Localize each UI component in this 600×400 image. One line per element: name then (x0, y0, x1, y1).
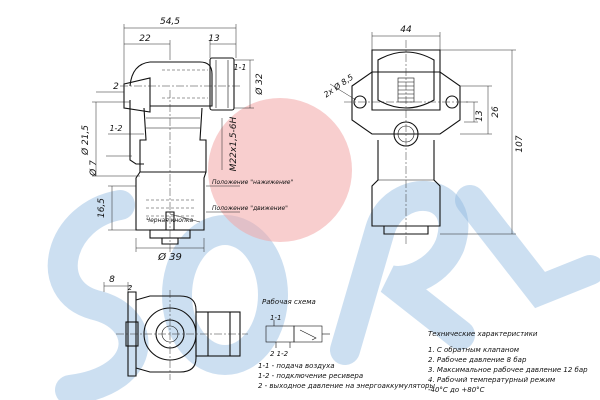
watermark-logo (47, 98, 600, 400)
specs-title: Технические характеристики (428, 330, 538, 338)
dim-port-diameter: Ø 32 (254, 73, 265, 96)
scheme-port-top: 1-1 (270, 314, 281, 322)
dim-hole-spacing: 13 (475, 110, 485, 122)
dim-mount-holes: 2x Ø 8,5 (322, 72, 356, 100)
technical-specs: Технические характеристики 1. С обратным… (428, 330, 588, 394)
spec-item: 4. Рабочий температурный режим (428, 376, 556, 384)
scheme-port-bottom: 2 1-2 (270, 350, 289, 358)
dim-bore-diameter: Ø 7 (88, 160, 99, 177)
scheme-title: Рабочая схема (262, 298, 316, 306)
spec-item: 1. С обратным клапаном (428, 346, 520, 354)
spec-item: 2. Рабочее давление 8 бар (428, 356, 527, 364)
label-black-button: Черная кнопка (146, 217, 193, 224)
dim-flange-width: 22 (139, 34, 151, 44)
dim-stroke: 16,5 (97, 198, 107, 218)
working-scheme: Рабочая схема 1-1 2 1-2 (262, 298, 330, 358)
dim-front-width: 44 (400, 25, 412, 35)
side-view-dimension-text: 54,5 22 13 1-1 Ø 32 2 Ø 21,5 1-2 Ø 7 M22… (80, 17, 293, 263)
dim-port-width: 13 (208, 34, 220, 44)
bottom-view (103, 282, 248, 380)
legend-item: 1-2 - подключение ресивера (258, 372, 363, 380)
front-view (344, 40, 470, 246)
side-view-dimensions (92, 24, 254, 252)
dim-flange-offset: 2 (113, 82, 119, 92)
dim-base-diameter: Ø 39 (157, 251, 182, 263)
dim-bottom-ports: 2 (128, 284, 133, 292)
legend-item: 2 - выходное давление на энергоаккумулят… (258, 382, 435, 390)
dim-port-label: 1-1 (233, 63, 246, 72)
side-view (120, 57, 240, 252)
spec-item: -40°С до +80°С (428, 386, 485, 394)
front-view-dimensions (329, 32, 516, 235)
dim-port-height: 26 (491, 106, 501, 118)
dim-total-width: 54,5 (160, 17, 180, 27)
dim-port-12: 1-2 (109, 124, 122, 133)
dim-shaft-diameter: Ø 21,5 (80, 125, 91, 156)
legend-item: 1-1 - подача воздуха (258, 362, 335, 370)
legend: 1-1 - подача воздуха 1-2 - подключение р… (258, 362, 435, 390)
bottom-view-text: 8 2 (109, 275, 133, 292)
watermark-red-circle (208, 98, 352, 242)
dim-thread: M22x1,5-6H (229, 116, 239, 171)
label-pos-pressed: Положение "нажижение" (212, 179, 293, 186)
label-pos-moving: Положение "движение" (212, 205, 288, 212)
dim-bottom-flange: 8 (109, 275, 115, 285)
spec-item: 3. Максимальное рабочее давление 12 бар (428, 366, 588, 374)
dim-total-height: 107 (515, 135, 525, 152)
